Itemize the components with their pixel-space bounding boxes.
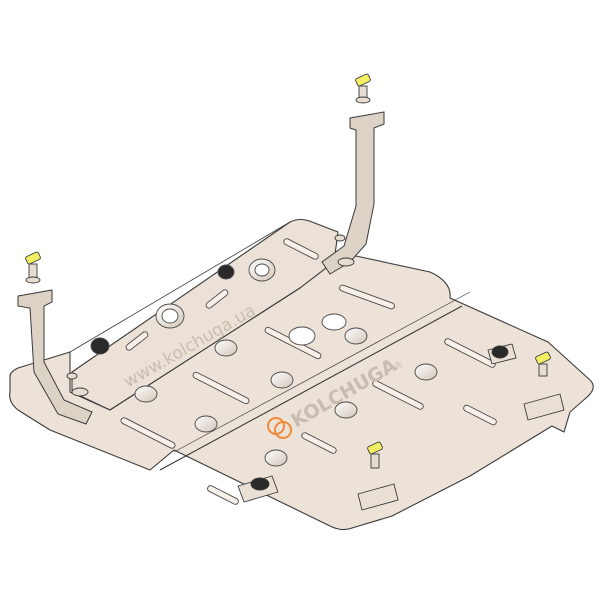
mounting-holes (90, 258, 438, 467)
bolt-icon (25, 73, 551, 469)
main-skid-plate (9, 218, 594, 531)
watermark-registered-mark: ® (393, 359, 406, 372)
kolchuga-logo-icon (267, 417, 292, 439)
mounting-bracket-icon (17, 111, 385, 425)
stiffening-slots (120, 238, 497, 505)
fastener-clips (237, 343, 565, 511)
